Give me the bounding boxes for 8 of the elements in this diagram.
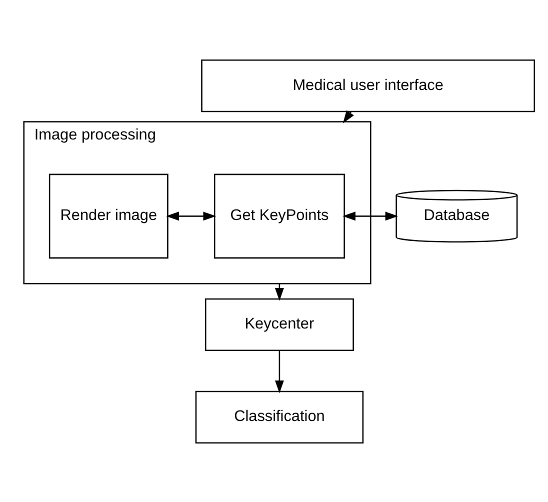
node-box: Keycenter bbox=[204, 298, 354, 351]
arrow bbox=[342, 211, 398, 220]
arrow bbox=[342, 110, 354, 123]
node-box: Render image bbox=[48, 173, 168, 258]
node-box: Classification bbox=[195, 390, 364, 443]
arrow bbox=[166, 211, 216, 220]
arrow bbox=[274, 350, 284, 393]
node-box: Get KeyPoints bbox=[214, 173, 345, 258]
